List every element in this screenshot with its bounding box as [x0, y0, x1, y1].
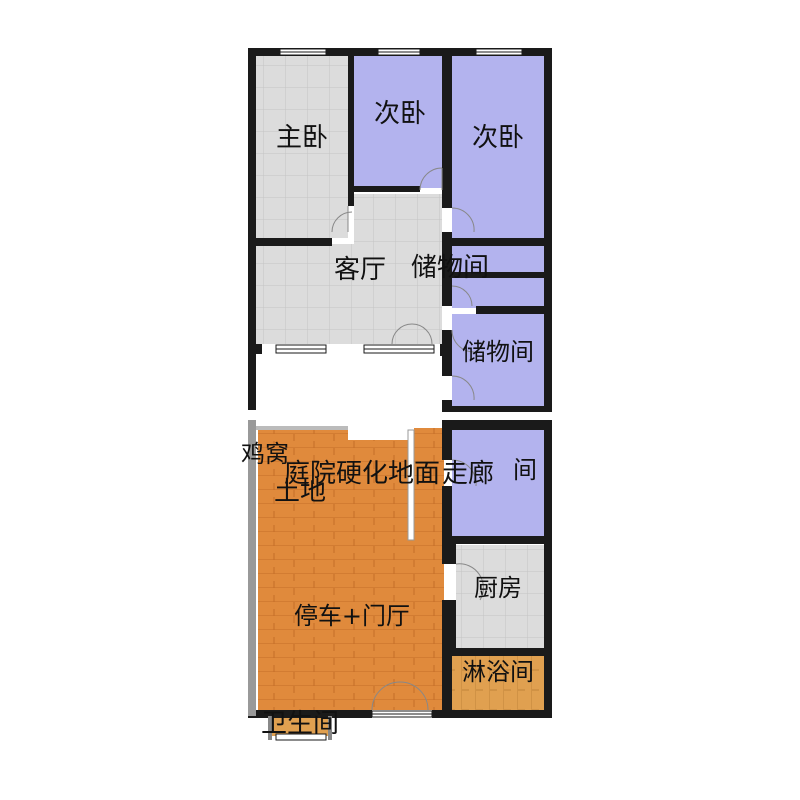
label-storage-a: 储物间: [411, 253, 489, 283]
label-kitchen: 厨房: [474, 574, 522, 602]
label-living-room: 客厅: [334, 255, 386, 285]
label-master-bedroom: 主卧: [276, 123, 328, 153]
master-bedroom-floor: [256, 56, 348, 238]
door-swings: [331, 167, 484, 711]
right-room-floor: [452, 430, 544, 536]
label-second-bedroom-b: 次卧: [472, 123, 524, 153]
label-second-bedroom-a: 次卧: [374, 99, 426, 129]
living-room-floor: [256, 244, 442, 344]
kitchen-floor: [456, 545, 544, 649]
bedroom-a-floor: [354, 56, 442, 188]
toilet-wall-right: [328, 716, 332, 740]
hall-floor: [354, 194, 442, 246]
label-corridor: 走廊: [442, 459, 494, 489]
courtyard-left-wall: [248, 426, 256, 716]
label-shower: 淋浴间: [462, 658, 534, 686]
label-coop: 鸡窝: [241, 440, 289, 468]
courtyard-top-wall: [256, 426, 348, 430]
storage-b-floor: [452, 314, 544, 406]
shower-floor: [452, 656, 544, 710]
label-right-room: 间: [513, 456, 537, 484]
storage-strip-1: [452, 246, 544, 272]
label-storage-b: 储物间: [462, 338, 534, 366]
label-courtyard: 庭院硬化地面: [284, 459, 440, 489]
toilet-wall-left: [268, 716, 272, 740]
label-soil: 土地: [274, 477, 326, 507]
label-parking-hall: 停车+门厅: [294, 602, 410, 630]
bedroom-b-floor: [452, 56, 544, 238]
label-toilet: 卫生间: [261, 709, 339, 739]
windows: [275, 48, 523, 741]
